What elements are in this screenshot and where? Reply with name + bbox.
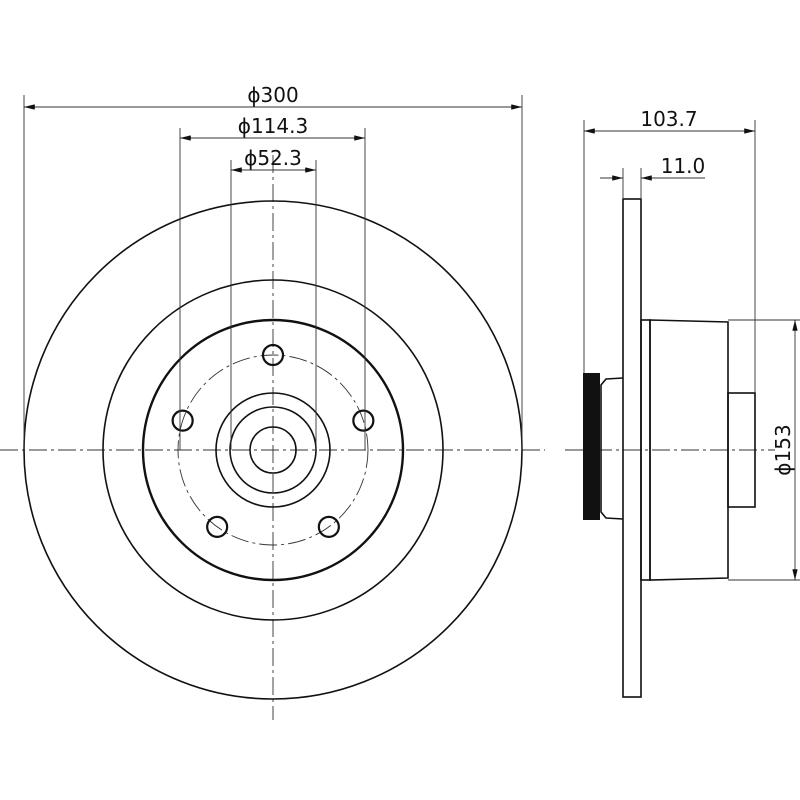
dim-center-bore: ϕ52.3 — [244, 146, 302, 170]
bolt-hole — [206, 515, 229, 538]
hub-outer — [215, 392, 331, 508]
dim-total-height: 103.7 — [640, 107, 697, 131]
center-bore — [249, 426, 297, 474]
bolt-hole — [352, 409, 375, 432]
bolt-hole — [171, 409, 194, 432]
hub-body — [649, 319, 729, 581]
abs-ring — [583, 373, 600, 520]
bolt-holes — [171, 343, 375, 538]
dim-bolt-circle: ϕ114.3 — [238, 114, 308, 138]
hat-edge — [141, 318, 405, 582]
front-view — [23, 200, 523, 700]
bolt-hole — [317, 515, 340, 538]
disc-plate — [622, 198, 642, 698]
friction-ring-inner-edge — [102, 279, 444, 621]
bolt-hole — [261, 343, 285, 367]
hub-stub — [727, 392, 756, 508]
side-dimensions: 103.7 11.0 ϕ153 — [583, 107, 800, 581]
abs-step — [600, 377, 624, 520]
dim-disc-thickness: 11.0 — [661, 154, 706, 178]
front-dimensions: ϕ300 ϕ114.3 ϕ52.3 — [23, 83, 523, 450]
dim-hub-diameter: ϕ153 — [771, 424, 795, 475]
dim-outer-diameter: ϕ300 — [247, 83, 298, 107]
side-view — [583, 198, 756, 698]
bolt-circle — [177, 354, 369, 546]
